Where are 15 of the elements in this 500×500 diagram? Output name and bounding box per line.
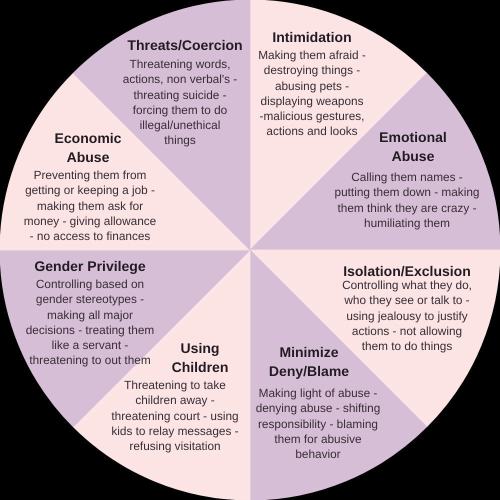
segment-heading: Intimidation bbox=[272, 28, 352, 47]
segment-description: Calling them names - putting them down - making them think they are crazy - humiliating them bbox=[334, 170, 480, 232]
segment-description: Making light of abuse - denying abuse - shifting responsibility - blaming them for abusive behavior bbox=[255, 386, 381, 462]
segment-description: Threatening words, actions, non verbal's - threating suicide - forcing them to do illegal/unethical things bbox=[122, 57, 238, 149]
segment-heading: Threats/Coercion bbox=[126, 36, 244, 55]
segment-heading: Isolation/Exclusion bbox=[342, 262, 472, 280]
wheel-segment bbox=[0, 250, 250, 427]
segment-description: Threatening to take children away - threatening court - using kids to relay messages - refusing visitation bbox=[110, 378, 240, 454]
segment-description: Preventing them from getting or keeping a job - making them ask for money - giving allowance - no access to finances bbox=[23, 168, 157, 244]
segment-heading: Gender Privilege bbox=[34, 257, 146, 276]
segment-description: Making them afraid - destroying things - abusing pets - displaying weapons -malicious gestures, actions and looks bbox=[258, 48, 366, 140]
segment-description: Controlling based on gender stereotypes - making all major decisions - treating them like a servant - threatening to out them bbox=[25, 277, 155, 369]
segment-heading: Emotional Abuse bbox=[378, 128, 448, 166]
segment-heading: Using Children bbox=[171, 339, 229, 377]
segment-heading: Economic Abuse bbox=[54, 129, 122, 167]
